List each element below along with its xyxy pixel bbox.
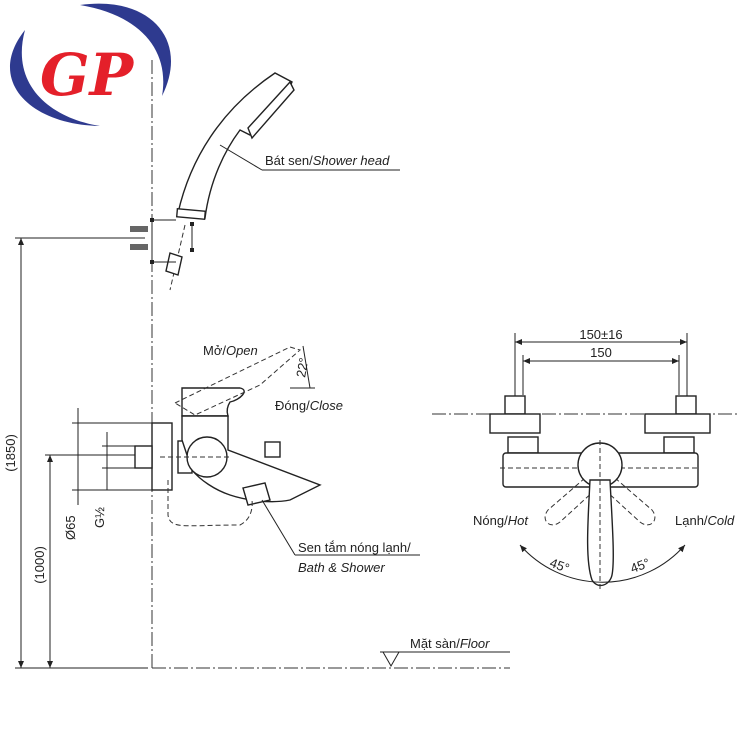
shower-head — [130, 72, 400, 291]
dim-1850: (1850) — [3, 434, 18, 472]
mixer-front-view — [432, 333, 740, 590]
bath-shower-label-en: Bath & Shower — [298, 560, 385, 575]
gp-logo: GP — [9, 3, 172, 126]
cold-label: Lạnh/Cold — [675, 513, 735, 528]
angle-left-label: 45° — [548, 555, 572, 576]
dim-thread: G½ — [92, 507, 107, 528]
dim-150: 150 — [590, 345, 612, 360]
open-label: Mở/Open — [203, 343, 258, 358]
angle-right-label: 45° — [628, 555, 652, 576]
floor-label: Mặt sàn/Floor — [410, 636, 490, 651]
bath-shower-label-vi: Sen tắm nóng lạnh/ — [298, 540, 411, 555]
logo-text: GP — [40, 41, 135, 109]
lever-angle-label: 22° — [293, 357, 311, 379]
mixer-side-view — [134, 346, 322, 527]
floor-symbol-icon — [382, 651, 400, 668]
hot-label: Nóng/Hot — [473, 513, 529, 528]
shower-head-label: Bát sen/Shower head — [265, 153, 390, 168]
dim-1000: (1000) — [32, 546, 47, 584]
dim-diameter: Ø65 — [63, 515, 78, 540]
close-label: Đóng/Close — [275, 398, 343, 413]
dim-150-tolerance: 150±16 — [579, 327, 622, 342]
